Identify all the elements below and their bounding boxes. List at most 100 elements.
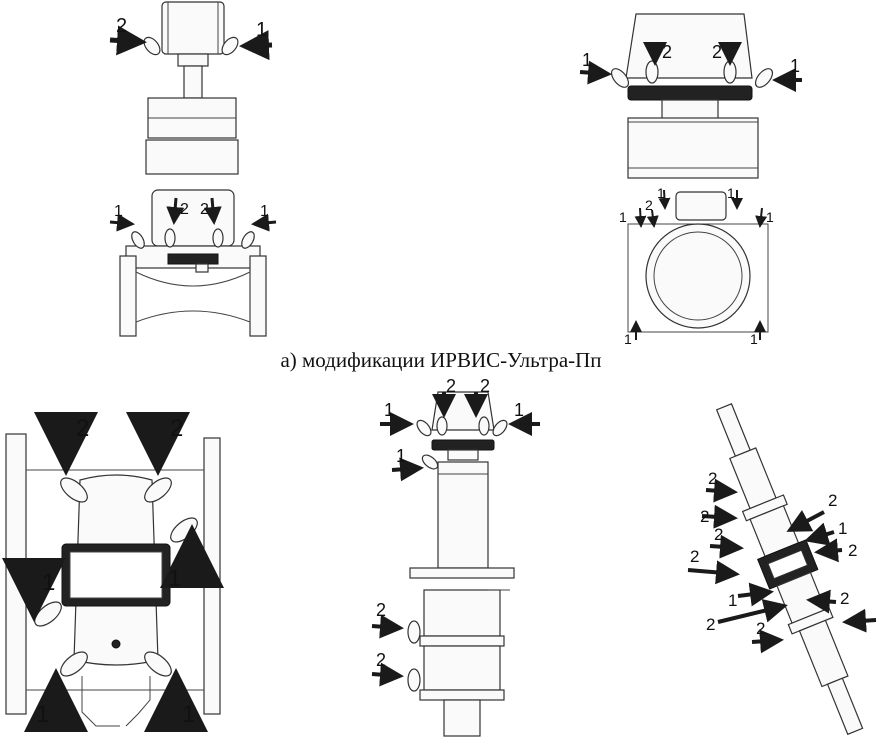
arrow-1 bbox=[579, 60, 612, 85]
pipe-body bbox=[627, 117, 759, 179]
arrow-2 bbox=[806, 589, 837, 614]
electronics-head bbox=[161, 1, 225, 55]
label-1: 1 bbox=[727, 185, 735, 201]
flange-left bbox=[5, 433, 27, 715]
label-1: 1 bbox=[838, 519, 847, 538]
figure-mid-left-meter: 1 1 2 2 bbox=[109, 189, 277, 337]
arrow-1 bbox=[391, 457, 424, 482]
flange-left bbox=[119, 255, 137, 337]
label-2: 2 bbox=[708, 469, 717, 488]
display-bar bbox=[431, 439, 495, 451]
arrow-2 bbox=[109, 25, 147, 56]
label-1: 1 bbox=[582, 50, 592, 70]
arrow-2 bbox=[709, 534, 744, 559]
mount-block bbox=[661, 99, 719, 121]
label-2: 2 bbox=[376, 600, 386, 620]
pipe-inner bbox=[653, 231, 743, 321]
label-2: 2 bbox=[700, 507, 709, 526]
label-1: 1 bbox=[114, 203, 123, 220]
label-1: 1 bbox=[514, 400, 524, 420]
label-2: 2 bbox=[756, 619, 765, 638]
arrow-1 bbox=[109, 213, 135, 232]
label-2: 2 bbox=[76, 415, 89, 442]
arrow-1 bbox=[737, 582, 774, 607]
arrow-2 bbox=[842, 608, 877, 633]
arrow-2 bbox=[717, 599, 788, 624]
upper-tube bbox=[729, 447, 777, 510]
body-lower bbox=[145, 139, 239, 175]
label-1: 1 bbox=[42, 569, 55, 596]
label-2: 2 bbox=[714, 525, 723, 544]
display-bar bbox=[627, 85, 753, 101]
arrow-2 bbox=[786, 510, 825, 532]
wide-flange bbox=[409, 567, 515, 579]
label-1: 1 bbox=[619, 209, 627, 225]
label-1: 1 bbox=[624, 331, 632, 347]
lower-body bbox=[423, 645, 501, 691]
figure-bottom-center-meter: 1 1 2 2 1 2 2 bbox=[371, 376, 540, 737]
label-2: 2 bbox=[170, 415, 183, 442]
label-1: 1 bbox=[396, 446, 406, 466]
display-strip bbox=[167, 253, 219, 265]
label-2: 2 bbox=[840, 589, 849, 608]
figure-mid-right-endview: 1 2 1 1 1 1 1 bbox=[619, 185, 774, 347]
sensor bbox=[143, 36, 161, 56]
label-2: 2 bbox=[116, 15, 127, 37]
label-1: 1 bbox=[750, 331, 758, 347]
arrow-2 bbox=[687, 560, 740, 585]
label-1: 1 bbox=[728, 591, 737, 610]
electronics-head bbox=[675, 191, 727, 221]
stem bbox=[183, 65, 203, 99]
pipe-body bbox=[135, 271, 251, 323]
label-2: 2 bbox=[480, 376, 490, 396]
label-1: 1 bbox=[790, 56, 800, 76]
label-1: 1 bbox=[168, 565, 181, 592]
label-1: 1 bbox=[384, 400, 394, 420]
arrow-2 bbox=[705, 478, 738, 503]
label-2: 2 bbox=[180, 201, 189, 218]
label-2: 2 bbox=[828, 491, 837, 510]
sensor bbox=[221, 36, 239, 56]
neck-flange bbox=[177, 53, 209, 67]
label-1: 1 bbox=[36, 701, 49, 728]
figure-bottom-right-meter: 2 2 2 2 2 1 2 1 2 2 2 bbox=[687, 403, 877, 736]
label-1: 1 bbox=[766, 209, 774, 225]
arrow-2 bbox=[701, 504, 738, 529]
arrow-2 bbox=[751, 629, 784, 654]
label-2: 2 bbox=[690, 547, 699, 566]
label-2: 2 bbox=[662, 42, 672, 62]
label-2: 2 bbox=[376, 650, 386, 670]
label-1: 1 bbox=[256, 19, 267, 41]
arrow-1 bbox=[804, 522, 835, 546]
flange-right bbox=[249, 255, 267, 337]
label-2: 2 bbox=[645, 197, 653, 213]
figure-top-right-meter: 1 1 2 2 bbox=[579, 13, 802, 179]
figure-bottom-left-meter: 2 2 1 1 1 1 bbox=[2, 412, 224, 732]
label-2: 2 bbox=[446, 376, 456, 396]
arrow-2 bbox=[814, 538, 843, 563]
upper-rod bbox=[715, 403, 751, 457]
body-column bbox=[437, 461, 489, 569]
flange-right bbox=[203, 437, 221, 715]
tail-pipe bbox=[443, 699, 481, 737]
valve-block bbox=[423, 589, 501, 637]
flange-mid bbox=[419, 635, 505, 647]
label-1: 1 bbox=[260, 203, 269, 220]
arrow-2 bbox=[371, 662, 404, 687]
label-1: 1 bbox=[657, 185, 665, 201]
flange-bottom bbox=[419, 689, 505, 701]
lower-rod bbox=[826, 677, 864, 736]
caption: а) модификации ИРВИС-Ультра-Пп bbox=[280, 348, 602, 372]
label-2: 2 bbox=[848, 541, 857, 560]
arrow-2 bbox=[166, 197, 185, 225]
lower-tube bbox=[798, 619, 849, 688]
pipe-outer bbox=[645, 223, 751, 329]
arrow-1 bbox=[251, 213, 277, 232]
arrow-2 bbox=[203, 197, 222, 225]
label-2: 2 bbox=[706, 615, 715, 634]
figure-top-left-meter: 2 1 bbox=[109, 1, 273, 175]
mount-block bbox=[447, 449, 479, 461]
display-window bbox=[69, 551, 163, 599]
